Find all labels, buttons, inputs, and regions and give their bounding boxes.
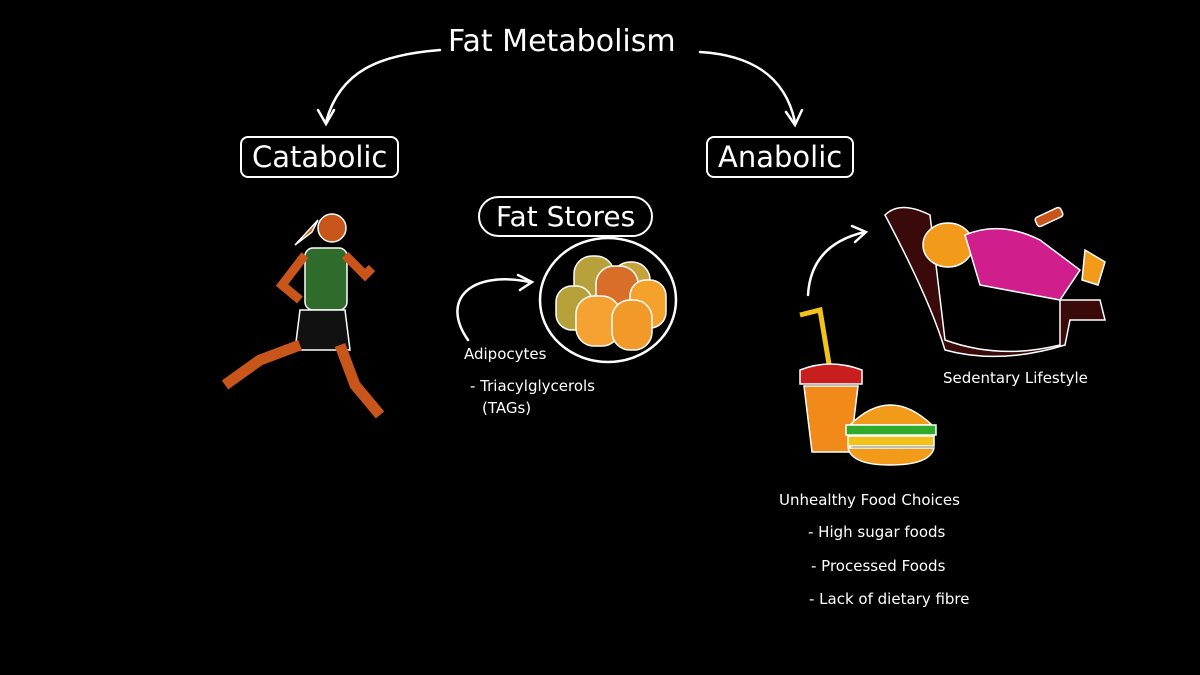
food-item: - Processed Foods (811, 557, 946, 575)
arrow-to-catabolic (324, 48, 442, 124)
fast-food-illustration (799, 306, 937, 466)
diagram-title: Fat Metabolism (448, 24, 676, 59)
food-choices-heading: Unhealthy Food Choices (779, 491, 960, 509)
catabolic-label: Catabolic (240, 136, 400, 178)
food-item: - High sugar foods (808, 523, 946, 541)
runner-illustration (221, 213, 385, 419)
arrow-food-to-lifestyle (806, 230, 867, 297)
tags-label: - Triacylglycerols (470, 377, 595, 395)
fat-cell-outline (538, 236, 678, 364)
anabolic-label: Anabolic (706, 136, 855, 178)
couch-person-illustration (884, 206, 1106, 358)
arrow-to-anabolic (698, 50, 797, 124)
adipocytes-label: Adipocytes (464, 345, 547, 363)
fat-stores-label: Fat Stores (478, 196, 654, 237)
arrow-head-lifestyle (850, 224, 869, 244)
arrow-adipocytes (456, 278, 532, 342)
food-item: - Lack of dietary fibre (809, 590, 970, 608)
arrow-head-anabolic (784, 108, 804, 128)
sedentary-lifestyle-label: Sedentary Lifestyle (943, 369, 1088, 387)
arrow-head-catabolic (316, 108, 336, 127)
arrow-head-adipocytes (516, 273, 535, 292)
fat-cells-illustration (555, 255, 667, 351)
tags-abbr: (TAGs) (482, 399, 532, 417)
